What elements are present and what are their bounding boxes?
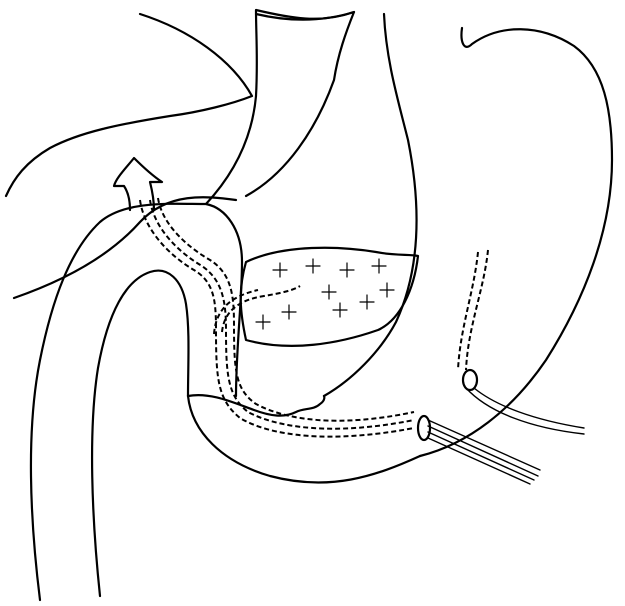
cross-mark bbox=[360, 295, 374, 309]
cross-mark bbox=[256, 315, 270, 329]
drain-ring-icon bbox=[463, 370, 477, 390]
tube-exit-line bbox=[428, 426, 538, 476]
tube-dashed-line bbox=[140, 200, 414, 437]
tube-exit-line bbox=[428, 438, 530, 484]
tube-dashed-line bbox=[158, 198, 414, 421]
tube-exit-line bbox=[428, 432, 534, 480]
limb-inner-contour bbox=[92, 271, 188, 596]
cross-mark bbox=[306, 259, 320, 273]
drain-dashed-line bbox=[466, 250, 488, 370]
limb-junction-contour bbox=[188, 395, 324, 416]
upper-left-inner-contour bbox=[14, 197, 236, 298]
tube-dashed-line bbox=[150, 200, 414, 429]
cross-mark bbox=[333, 303, 347, 317]
cross-mark bbox=[340, 263, 354, 277]
arrow-marker bbox=[114, 158, 162, 210]
drain-tube-exit bbox=[474, 388, 584, 428]
gastric-body-outer bbox=[324, 14, 417, 396]
cross-mark bbox=[282, 305, 296, 319]
tube-branch-dashed-line bbox=[214, 290, 258, 334]
cross-mark bbox=[322, 285, 336, 299]
gastric-body-right bbox=[420, 28, 612, 456]
cross-mark bbox=[372, 259, 386, 273]
cross-mark bbox=[273, 263, 287, 277]
upper-left-outer-contour bbox=[6, 14, 252, 196]
cross-mark bbox=[380, 283, 394, 297]
central-flap-contour bbox=[206, 10, 354, 204]
limb-outer-contour bbox=[31, 204, 242, 600]
